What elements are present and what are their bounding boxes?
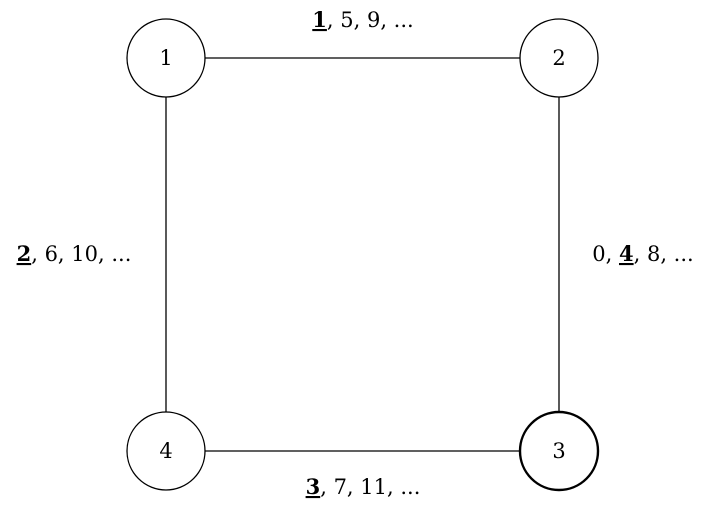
node-1-circle (126, 18, 206, 98)
edge-label-2-3: 0, 4, 8, ... (592, 241, 693, 266)
edge-label-3-4: 3, 7, 11, ... (306, 474, 421, 499)
node-2-label: 2 (552, 46, 565, 70)
node-2-circle (519, 18, 599, 98)
edge-label-1-2: 1, 5, 9, ... (312, 7, 413, 32)
node-4-label: 4 (159, 439, 172, 463)
node-3-circle (518, 410, 600, 492)
node-3-label: 3 (552, 439, 565, 463)
node-4: 4 (126, 411, 206, 491)
node-3: 3 (518, 410, 600, 492)
edge-label-4-1: 2, 6, 10, ... (17, 241, 132, 266)
node-1-label: 1 (159, 46, 172, 70)
node-4-circle (126, 411, 206, 491)
node-1: 1 (126, 18, 206, 98)
node-2: 2 (519, 18, 599, 98)
